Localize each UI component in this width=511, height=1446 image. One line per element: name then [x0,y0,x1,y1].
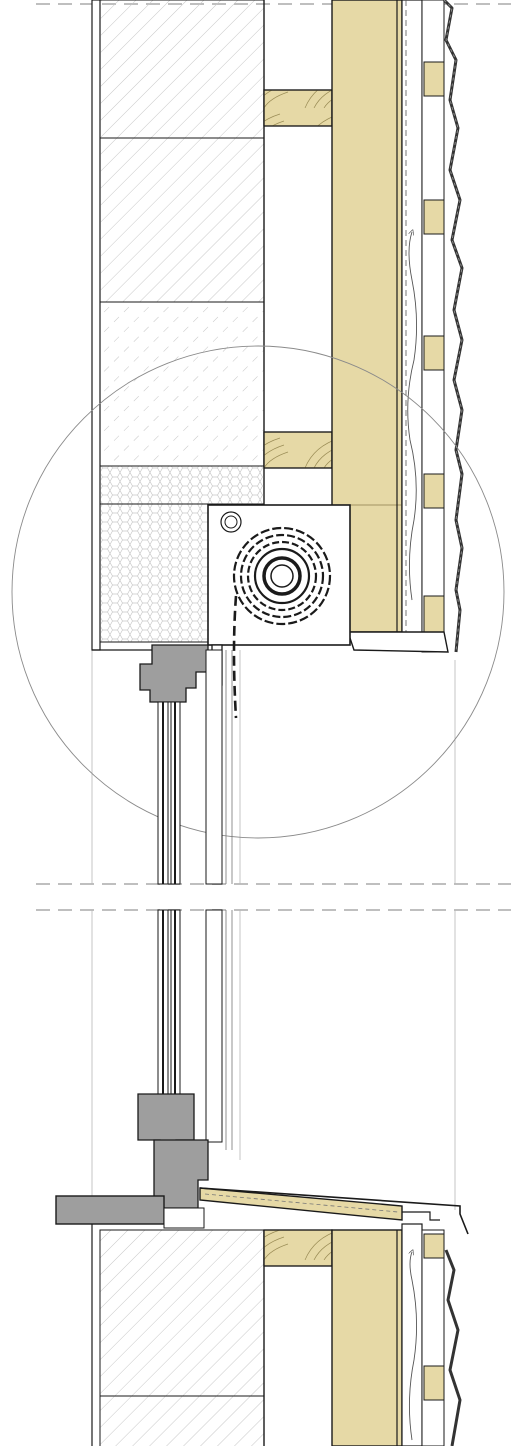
window-frame-sill [137,1093,209,1209]
reveal-lines [91,650,456,1210]
insulation-block [92,465,265,651]
masonry-wall-lower [91,1224,265,1446]
sill-flashing [199,1187,469,1235]
cladding-lower [421,1229,462,1446]
shutter-roll [232,526,332,719]
cladding-upper [347,0,464,653]
timber-battens-lower [263,1229,333,1267]
detail-circle [11,345,505,839]
shingles-upper [442,0,464,653]
glazing-lower [157,909,233,1150]
shingles-lower [444,1249,462,1446]
timber-battens-upper [263,89,333,469]
ventilation-airflow-arrows-lower [409,1252,418,1441]
window-sill-board [55,1195,205,1229]
ventilation-airflow-arrows-upper [407,232,418,601]
glazing-upper [157,649,233,885]
wood-fibre-insulation-board-lower [331,1223,423,1446]
masonry-wall-upper [91,0,265,651]
